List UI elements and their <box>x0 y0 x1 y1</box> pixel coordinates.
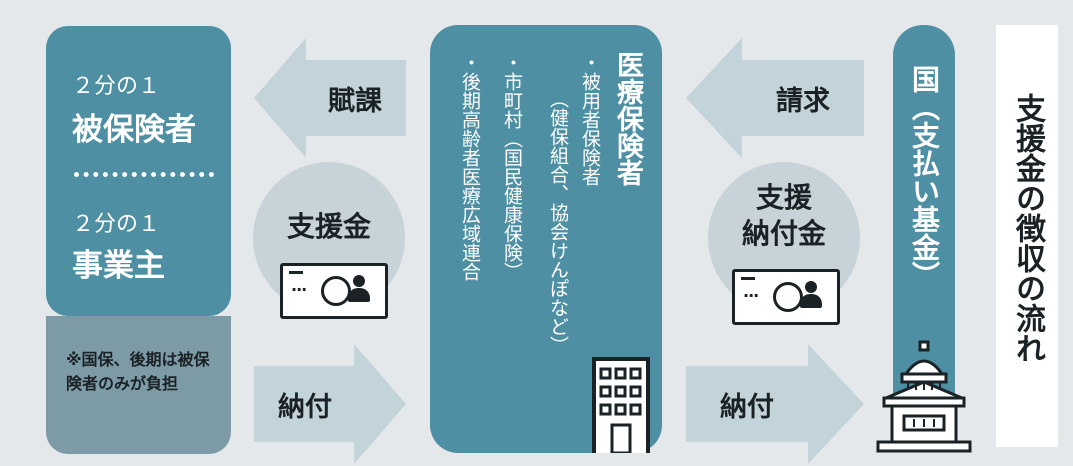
employer-label: 事業主 <box>72 248 165 284</box>
note-box: ※国保、後期は被保険者のみが負担 <box>46 316 231 454</box>
insurer-item-municipality: ・市町村（国民健康保険） <box>501 53 523 281</box>
note-text: ※国保、後期は被保険者のみが負担 <box>66 350 210 393</box>
payer-panel: ２分の１ 被保険者 ２分の１ 事業主 <box>46 26 231 316</box>
banknote-icon: ··· <box>280 263 388 319</box>
insurer-item-employee: ・被用者保険者 <box>579 53 601 186</box>
government-building-icon <box>872 340 976 454</box>
claim-arrow: 請求 <box>686 38 864 158</box>
insurer-item-elderly: ・後期高齢者医療広域連合 <box>459 53 481 281</box>
banknote-icon: ··· <box>732 269 840 325</box>
left-arrow-shape <box>686 38 864 158</box>
right-arrow-shape <box>254 344 406 464</box>
payment-arrow-left: 納付 <box>254 344 406 464</box>
country-label: 国（支払い基金） <box>908 65 941 289</box>
insured-ratio: ２分の１ <box>72 74 161 99</box>
insurer-item-kenpo: （健保組合、協会けんぽなど） <box>547 89 569 355</box>
dotted-divider <box>74 172 214 177</box>
office-building-icon <box>592 357 650 453</box>
payment-label-left: 納付 <box>278 391 332 423</box>
levy-arrow: 賦課 <box>254 38 406 158</box>
employer-ratio: ２分の１ <box>72 212 161 237</box>
right-arrow-shape <box>686 344 864 464</box>
left-arrow-shape <box>254 38 406 158</box>
insured-label: 被保険者 <box>72 112 196 148</box>
contribution-label: 支援金 <box>286 210 371 243</box>
claim-label: 請求 <box>776 85 830 117</box>
payment-grant-label-line1: 支援 <box>755 181 812 214</box>
payment-label-right: 納付 <box>720 391 774 423</box>
payment-grant-label-line2: 納付金 <box>741 217 826 250</box>
title-strip: 支援金の徴収の流れ <box>996 25 1058 447</box>
levy-label: 賦課 <box>328 85 382 117</box>
page-title: 支援金の徴収の流れ <box>1010 93 1045 363</box>
insurer-heading: 医療保険者 <box>612 51 643 186</box>
insurer-panel: 医療保険者 ・被用者保険者 （健保組合、協会けんぽなど） ・市町村（国民健康保険… <box>430 25 662 453</box>
payment-arrow-right: 納付 <box>686 344 864 464</box>
